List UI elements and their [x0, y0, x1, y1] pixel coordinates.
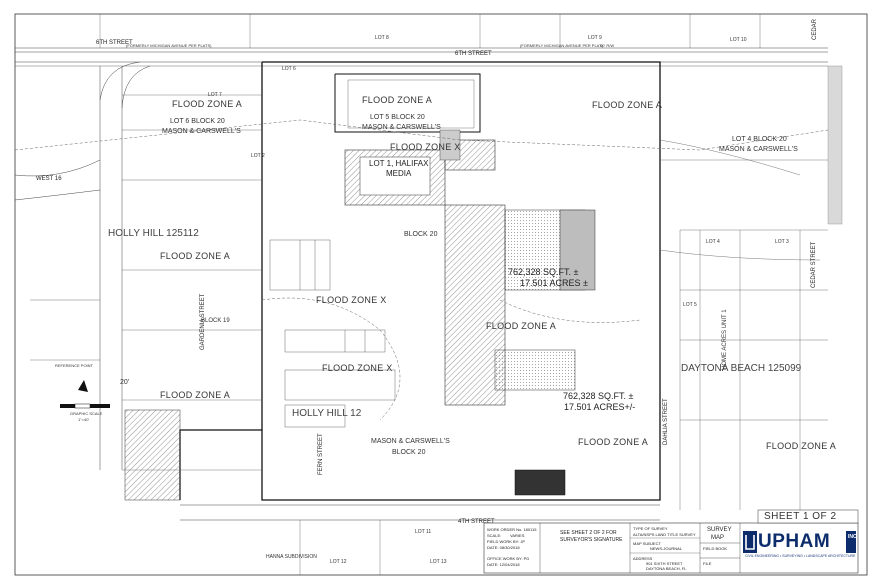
lot-label: LOT 10: [730, 37, 747, 43]
lot-label: MASON & CARSWELL'S: [362, 124, 441, 131]
lot-label: LOT 2: [251, 153, 265, 159]
flood-zone-label: FLOOD ZONE A: [486, 321, 557, 331]
map-title: MAP: [711, 535, 725, 541]
street-label: WEST 16: [36, 176, 62, 182]
date: DATE: 12/04/2018: [487, 562, 520, 567]
street-label: DAHLIA STREET: [663, 398, 669, 445]
flood-zone-label: FLOOD ZONE A: [766, 441, 837, 451]
type-of-survey-label: TYPE OF SURVEY: [633, 526, 668, 531]
flood-zone-label: FLOOD ZONE X: [316, 295, 387, 305]
lot-label: LOT 8: [375, 35, 389, 41]
map-subject-label: MAP SUBJECT: [633, 541, 661, 546]
work-order: WORK ORDER No. 180115: [487, 527, 537, 532]
office-work: OFFICE WORK BY: PD: [487, 556, 530, 561]
survey-type: ALTA/NSPS LAND TITLE SURVEY: [633, 532, 696, 537]
lot-label: MASON & CARSWELL'S: [719, 146, 798, 153]
street-label: CEDAR: [812, 18, 818, 40]
lot-label: LOT 6: [282, 66, 296, 72]
lot-label: LOT 3: [775, 239, 789, 245]
place-label: DAYTONA BEACH 125099: [681, 363, 802, 374]
street-label: 6TH STREET: [455, 51, 492, 57]
lot-label: MASON & CARSWELL'S: [371, 438, 450, 445]
lot-label: LOT 12: [330, 559, 347, 565]
flood-zone-label: FLOOD ZONE X: [390, 142, 461, 152]
flood-zone-label: FLOOD ZONE A: [172, 99, 243, 109]
lot-label: LOT 7: [208, 92, 222, 98]
flood-zone-label: FLOOD ZONE X: [322, 363, 393, 373]
lot-label: LOT 4 BLOCK 20: [732, 136, 787, 143]
address-label: ADDRESS: [633, 556, 653, 561]
lot-label: MEDIA: [386, 169, 412, 178]
firm-tagline: CIVIL ENGINEERING • SURVEYING • LANDSCAP…: [745, 554, 856, 558]
lot-label: LOT 6 BLOCK 20: [170, 118, 225, 125]
lot-label: BLOCK 20: [392, 449, 426, 456]
street-label: 6TH STREET: [96, 40, 133, 46]
lot-label: LOT 5 BLOCK 20: [370, 114, 425, 121]
flood-zone-label: FLOOD ZONE A: [592, 100, 663, 110]
field-work: FIELD WORK BY: JP: [487, 539, 526, 544]
scale-value: VARIES: [510, 533, 525, 538]
lot-label: HOME ACRES UNIT 1: [722, 309, 728, 370]
street-label: CEDAR STREET: [811, 241, 817, 288]
address-line: DAYTONA BEACH, FL: [646, 566, 687, 571]
lot-label: LOT 9: [588, 35, 602, 41]
survey-title: SURVEY: [707, 527, 732, 533]
date: DATE: 08/30/2018: [487, 545, 520, 550]
lot-label: BLOCK 20: [404, 231, 438, 238]
place-label: HOLLY HILL 12: [292, 408, 362, 419]
sheet-number: SHEET 1 OF 2: [764, 511, 837, 522]
address-line: 901 SIXTH STREET: [646, 561, 683, 566]
area-label: 762,328 SQ.FT. ±: [563, 391, 634, 401]
lot-label: LOT 1, HALIFAX: [369, 159, 429, 168]
street-label: 4TH STREET: [458, 519, 495, 525]
lot-label: BLOCK 19: [201, 318, 230, 324]
area-label: 17.501 ACRES ±: [520, 278, 588, 288]
street-note: (FORMERLY MICHIGAN AVENUE PER PLAT): [520, 43, 603, 48]
area-label: 762,328 SQ.FT. ±: [508, 267, 579, 277]
dimension-label: 20': [120, 379, 130, 386]
file-label: FILE: [703, 561, 712, 566]
area-label: 17.501 ACRES+/-: [564, 402, 636, 412]
flood-zone-label: FLOOD ZONE A: [160, 251, 231, 261]
flood-zone-label: FLOOD ZONE A: [160, 390, 231, 400]
lot-label: LOT 4: [706, 239, 720, 245]
firm-logo-inc: INC: [848, 534, 857, 540]
lot-label: HANNA SUBDIVISION: [266, 554, 317, 560]
field-book-label: FIELD BOOK: [703, 546, 728, 551]
street-note: 40' R/W: [600, 43, 615, 48]
lot-label: MASON & CARSWELL'S: [162, 128, 241, 135]
street-label: FERN STREET: [318, 433, 324, 475]
map-subject: NEWS-JOURNAL: [650, 546, 683, 551]
scale-unit-label: 1"=40': [78, 417, 90, 422]
lot-label: LOT 11: [415, 529, 432, 535]
graphic-scale-label: GRAPHIC SCALE: [70, 411, 103, 416]
lot-label: LOT 5: [683, 302, 697, 308]
surveyor-signature-note: SURVEYOR'S SIGNATURE: [560, 537, 623, 543]
street-note: (FORMERLY MICHIGAN AVENUE PER PLATS): [126, 43, 212, 48]
flood-zone-label: FLOOD ZONE A: [578, 437, 649, 447]
firm-logo: UPHAM: [758, 531, 831, 552]
flood-zone-label: FLOOD ZONE A: [362, 95, 433, 105]
place-label: HOLLY HILL 125112: [108, 228, 199, 239]
scale-label: SCALE:: [487, 533, 502, 538]
lot-label: LOT 13: [430, 559, 447, 565]
reference-point-label: REFERENCE POINT: [55, 363, 94, 368]
see-sheet-note: SEE SHEET 2 OF 2 FOR: [560, 530, 617, 536]
